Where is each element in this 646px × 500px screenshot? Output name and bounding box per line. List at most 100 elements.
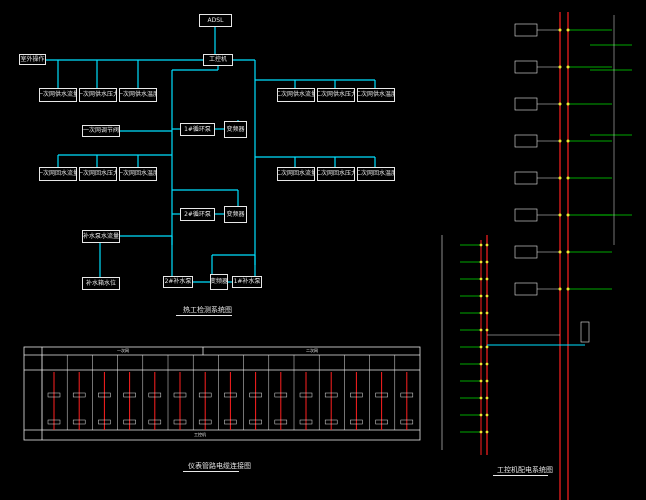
junction-dot [566,28,570,32]
junction-dot [479,328,483,332]
table-footer-label: 工控机 [194,432,206,437]
junction-dot [479,345,483,349]
terminal-tag [274,419,288,425]
cable-tag [173,392,187,398]
makeup-flow-box: 补水泵水流量 [82,230,120,243]
distribution-box [514,23,538,37]
primary-supply-temp-box: 一次网供水温度 [119,88,157,102]
junction-dot [566,139,570,143]
junction-dot [558,28,562,32]
junction-dot [479,294,483,298]
cable-tag [47,392,61,398]
secondary-supply-flow-box: 二次网供水流量 [277,88,315,102]
primary-control-valve-box: 一次网调节阀 [82,125,120,137]
terminal-tag [47,419,61,425]
cable-tag [249,392,262,398]
terminal-tag [173,419,187,425]
terminal-tag [98,419,111,425]
secondary-supply-temp-box: 二次网供水温度 [357,88,395,102]
terminal-tag [249,419,262,425]
junction-dot [485,413,489,417]
circulation-pump-2-box: 2#循环泵 [180,208,215,221]
junction-dot [479,260,483,264]
cable-tag [98,392,111,398]
junction-dot [558,250,562,254]
junction-dot [566,213,570,217]
distribution-box [514,245,538,259]
junction-dot [479,243,483,247]
primary-return-temp-box: 一次网回水温度 [119,167,157,181]
secondary-supply-pressure-box: 二次网供水压力 [317,88,355,102]
cable-tag [350,392,363,398]
junction-dot [566,176,570,180]
cable-tag [72,392,86,398]
terminal-tag [299,419,313,425]
cable-table-title: 仪表管路电缆连接图 [188,462,251,470]
secondary-return-flow-box: 二次网回水流量 [277,167,315,181]
junction-dot [485,311,489,315]
junction-dot [485,243,489,247]
junction-dot [566,287,570,291]
junction-dot [479,379,483,383]
junction-dot [479,430,483,434]
distribution-box [514,134,538,148]
primary-supply-flow-box: 一次网供水流量 [39,88,77,102]
main-breaker [580,321,590,343]
cable-tag [148,392,162,398]
table-group-primary: 一次网 [117,348,129,353]
junction-dot [566,65,570,69]
junction-dot [485,345,489,349]
secondary-return-temp-box: 二次网回水温度 [357,167,395,181]
cable-tag [299,392,313,398]
terminal-tag [123,419,136,425]
cable-tag [400,392,414,398]
junction-dot [485,379,489,383]
circulation-pump-1-box: 1#循环泵 [180,123,215,136]
junction-dot [479,413,483,417]
inverter-1-box: 变频器 [224,121,247,138]
junction-dot [485,362,489,366]
cable-tag [123,392,136,398]
makeup-pump-1-box: 1#补水泵 [232,276,262,288]
network-title-underline [176,315,232,316]
junction-dot [558,213,562,217]
outdoor-operation-box: 室外操作 [19,54,46,65]
distribution-box [514,97,538,111]
adsl-box: ADSL [199,14,232,27]
junction-dot [479,396,483,400]
junction-dot [558,65,562,69]
junction-dot [566,250,570,254]
makeup-inverter-box: 变频器 [210,274,228,290]
primary-return-flow-box: 一次网回水流量 [39,167,77,181]
makeup-tank-level-box: 补水箱水位 [82,277,120,290]
junction-dot [479,311,483,315]
terminal-tag [324,419,338,425]
junction-dot [558,176,562,180]
table-group-secondary: 二次网 [306,348,318,353]
makeup-pump-2-box: 2#补水泵 [163,276,193,288]
terminal-tag [375,419,388,425]
junction-dot [479,277,483,281]
junction-dot [566,102,570,106]
junction-dot [485,328,489,332]
cable-tag [224,392,237,398]
junction-dot [485,277,489,281]
terminal-tag [224,419,237,425]
terminal-tag [198,419,212,425]
terminal-tag [72,419,86,425]
cable-tag [375,392,388,398]
junction-dot [558,139,562,143]
distribution-box [514,171,538,185]
power-title-underline [493,475,548,476]
cable-title-underline [183,471,239,472]
distribution-box [514,208,538,222]
junction-dot [558,102,562,106]
terminal-tag [400,419,414,425]
terminal-tag [350,419,363,425]
power-diagram-title: 工控机配电系统图 [497,466,553,474]
network-diagram-title: 热工检测系统图 [183,306,232,314]
distribution-box [514,282,538,296]
junction-dot [479,362,483,366]
